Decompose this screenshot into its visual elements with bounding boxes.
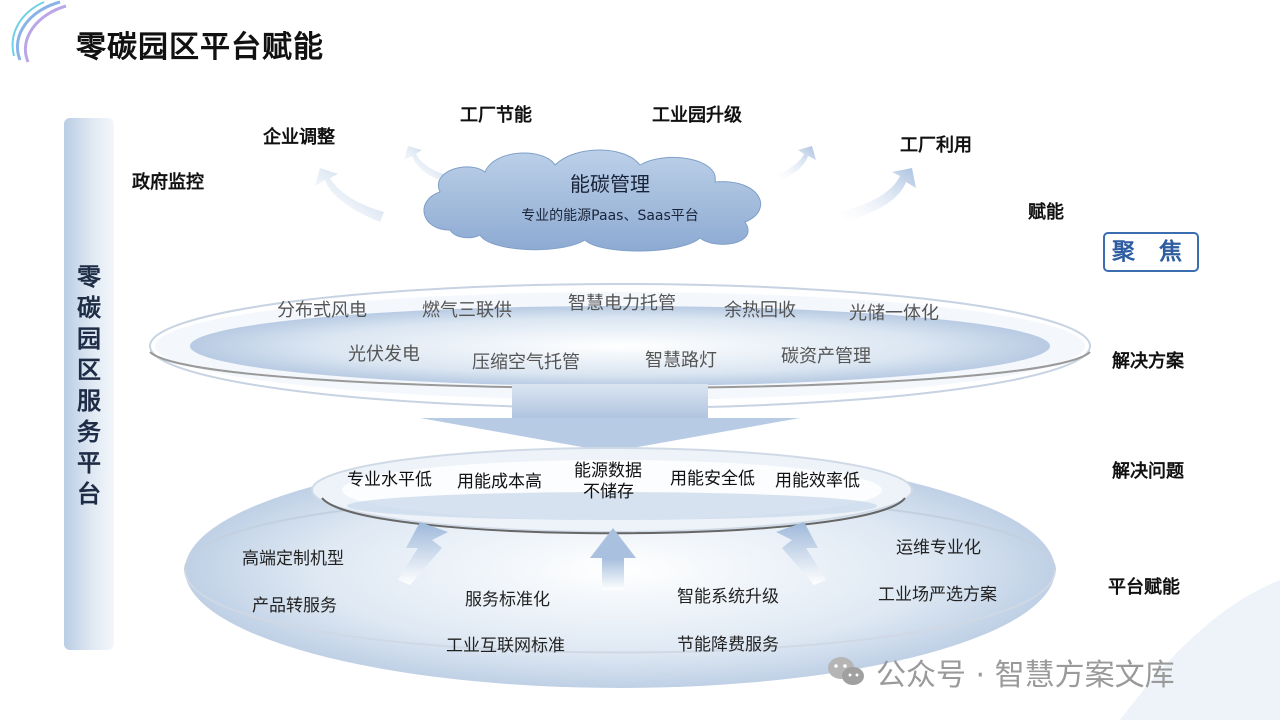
problem-item: 专业水平低	[347, 470, 432, 490]
platform-item: 产品转服务	[252, 596, 337, 616]
solution-item: 燃气三联供	[422, 300, 512, 321]
platform-item: 工业场严选方案	[878, 585, 997, 605]
sidebar-char: 区	[77, 356, 101, 384]
label-enterprise-adjust: 企业调整	[263, 127, 335, 148]
label-problems: 解决问题	[1112, 461, 1184, 482]
problem-item: 用能效率低	[775, 471, 860, 491]
platform-item: 工业互联网标准	[446, 636, 565, 656]
sidebar-char: 碳	[77, 294, 101, 322]
label-factory-use: 工厂利用	[900, 135, 972, 156]
sidebar-char: 服	[77, 387, 101, 415]
solution-item: 压缩空气托管	[472, 352, 580, 373]
label-solutions: 解决方案	[1112, 351, 1184, 372]
problem-item: 能源数据	[574, 461, 642, 481]
solution-item: 光伏发电	[348, 344, 420, 365]
sweep-arrow-left2-icon	[404, 146, 444, 180]
label-industrial-upgrade: 工业园升级	[652, 105, 742, 126]
cloud-title: 能碳管理	[570, 172, 650, 196]
problem-item: 不储存	[583, 482, 634, 502]
focus-badge: 聚 焦	[1103, 232, 1199, 272]
label-platform: 平台赋能	[1108, 577, 1180, 598]
wechat-icon	[828, 657, 864, 685]
sidebar-bar	[64, 118, 114, 650]
cloud-shape	[423, 149, 762, 252]
label-factory-saving: 工厂节能	[460, 105, 532, 126]
solution-item: 碳资产管理	[781, 346, 871, 367]
sweep-arrow-right-icon	[840, 168, 916, 222]
cloud-subtitle: 专业的能源Paas、Saas平台	[521, 208, 699, 224]
problem-item: 用能安全低	[670, 469, 755, 489]
funnel-arrow-icon	[420, 384, 800, 452]
up-arrow-center-icon	[590, 528, 636, 590]
sweep-arrow-right2-icon	[776, 146, 816, 180]
platform-item: 智能系统升级	[677, 587, 779, 607]
solution-item: 智慧电力托管	[568, 293, 676, 314]
platform-item: 服务标准化	[465, 590, 550, 610]
label-empower: 赋能	[1028, 202, 1064, 223]
up-arrow-right-icon	[776, 522, 826, 585]
sidebar-char: 零	[77, 263, 101, 291]
sidebar-label: 零 碳 园 区 服 务 平 台	[64, 262, 114, 510]
solution-item: 智慧路灯	[645, 350, 717, 371]
sidebar-char: 务	[77, 418, 101, 446]
sidebar-char: 台	[77, 480, 101, 508]
platform-item: 运维专业化	[896, 538, 981, 558]
problem-item: 用能成本高	[457, 472, 542, 492]
label-gov-monitor: 政府监控	[132, 172, 204, 193]
watermark: 公众号 · 智慧方案文库	[826, 650, 1175, 694]
solution-item: 光储一体化	[849, 303, 939, 324]
solution-item: 余热回收	[724, 300, 796, 321]
logo-swoosh-icon	[11, 0, 67, 63]
sidebar-char: 园	[77, 325, 101, 353]
sweep-arrow-left-icon	[315, 168, 384, 222]
platform-item: 节能降费服务	[677, 635, 779, 655]
watermark-text: 公众号 · 智慧方案文库	[876, 658, 1175, 693]
sidebar-char: 平	[77, 449, 101, 477]
platform-item: 高端定制机型	[242, 549, 344, 569]
solutions-disc	[190, 306, 1050, 386]
up-arrow-left-icon	[398, 522, 448, 585]
page-title: 零碳园区平台赋能	[76, 30, 324, 65]
solution-item: 分布式风电	[277, 300, 367, 321]
